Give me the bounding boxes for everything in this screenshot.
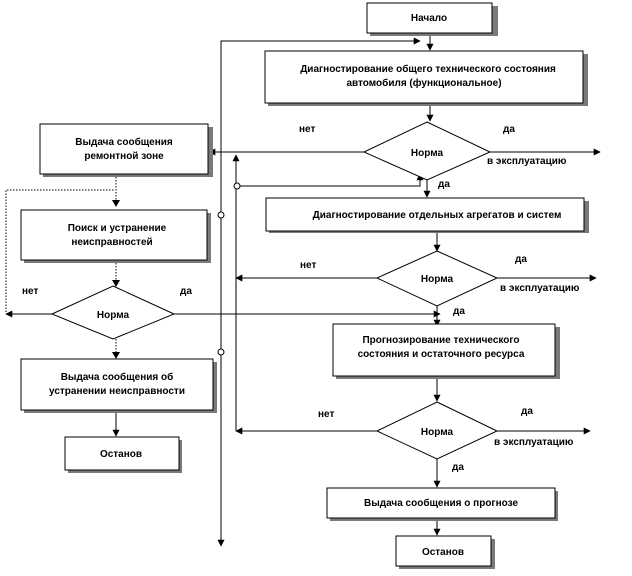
decision-norma-3-label: Норма xyxy=(421,427,454,438)
label-no-3: нет xyxy=(318,409,334,420)
label-yes-2: да xyxy=(515,254,527,265)
decision-norma-4-label: Норма xyxy=(97,310,130,321)
label-yes-4: да xyxy=(180,286,192,297)
search-fix-box xyxy=(20,209,208,261)
fixed-msg-label-1: Выдача сообщения об xyxy=(61,371,174,383)
prognoz-msg-label: Выдача сообщения о прогнозе xyxy=(364,497,518,509)
diag-units-box xyxy=(265,197,585,232)
connectors xyxy=(5,33,601,547)
start-box xyxy=(366,2,493,34)
diag-units-label: Диагностирование отдельных агрегатов и с… xyxy=(313,210,562,221)
junction-2 xyxy=(217,348,225,356)
decision-norma-3 xyxy=(375,401,499,460)
decision-norma-2 xyxy=(375,250,499,307)
stop-left-box xyxy=(64,436,180,471)
decision-norma-4 xyxy=(50,285,176,340)
label-no-4: нет xyxy=(22,286,38,297)
stop-right-label: Останов xyxy=(422,547,464,558)
fixed-msg-box xyxy=(20,358,214,411)
prognoz-box xyxy=(332,323,556,377)
label-yes-3: да xyxy=(521,406,533,417)
label-yes-1b: да xyxy=(438,179,450,190)
search-fix-label-2: неисправностей xyxy=(71,237,152,248)
label-yes-3b: да xyxy=(452,462,464,473)
diag-general-label-2: автомобиля (функциональное) xyxy=(346,77,501,89)
diag-general-label-1: Диагностирование общего технического сос… xyxy=(300,63,556,75)
stop-left-label: Останов xyxy=(100,449,142,460)
stop-right-box xyxy=(395,535,492,567)
start-label: Начало xyxy=(411,13,447,24)
decision-norma-1 xyxy=(362,121,492,181)
label-yes-1: да xyxy=(503,124,515,135)
label-operation-3: в эксплуатацию xyxy=(494,437,574,448)
edge-loop-back-to-start xyxy=(220,37,421,536)
edge-collector-to-norma1 xyxy=(239,173,424,187)
label-operation-1: в эксплуатацию xyxy=(487,156,567,167)
prognoz-label-2: состояния и остаточного ресурса xyxy=(358,349,525,360)
label-no-1: нет xyxy=(299,124,315,135)
repair-msg-label-2: ремонтной зоне xyxy=(84,151,164,162)
label-operation-2: в эксплуатацию xyxy=(500,283,580,294)
edge-labels: нет да в эксплуатацию да нет да в эксплу… xyxy=(22,124,580,473)
repair-msg-box xyxy=(39,123,209,175)
decision-norma-1-label: Норма xyxy=(411,148,444,159)
label-no-2: нет xyxy=(300,260,316,271)
search-fix-label-1: Поиск и устранение xyxy=(68,223,167,234)
diag-general-box xyxy=(264,50,584,104)
edge-norma4-no-loop xyxy=(5,189,114,315)
junction-1 xyxy=(217,211,225,219)
decision-norma-2-label: Норма xyxy=(421,274,454,285)
prognoz-label-1: Прогнозирование технического xyxy=(362,335,519,346)
repair-msg-label-1: Выдача сообщения xyxy=(75,136,173,148)
junction-3 xyxy=(233,182,241,190)
fixed-msg-label-2: устранении неисправности xyxy=(49,386,185,397)
prognoz-msg-box xyxy=(326,487,556,519)
label-yes-2b: да xyxy=(453,306,465,317)
